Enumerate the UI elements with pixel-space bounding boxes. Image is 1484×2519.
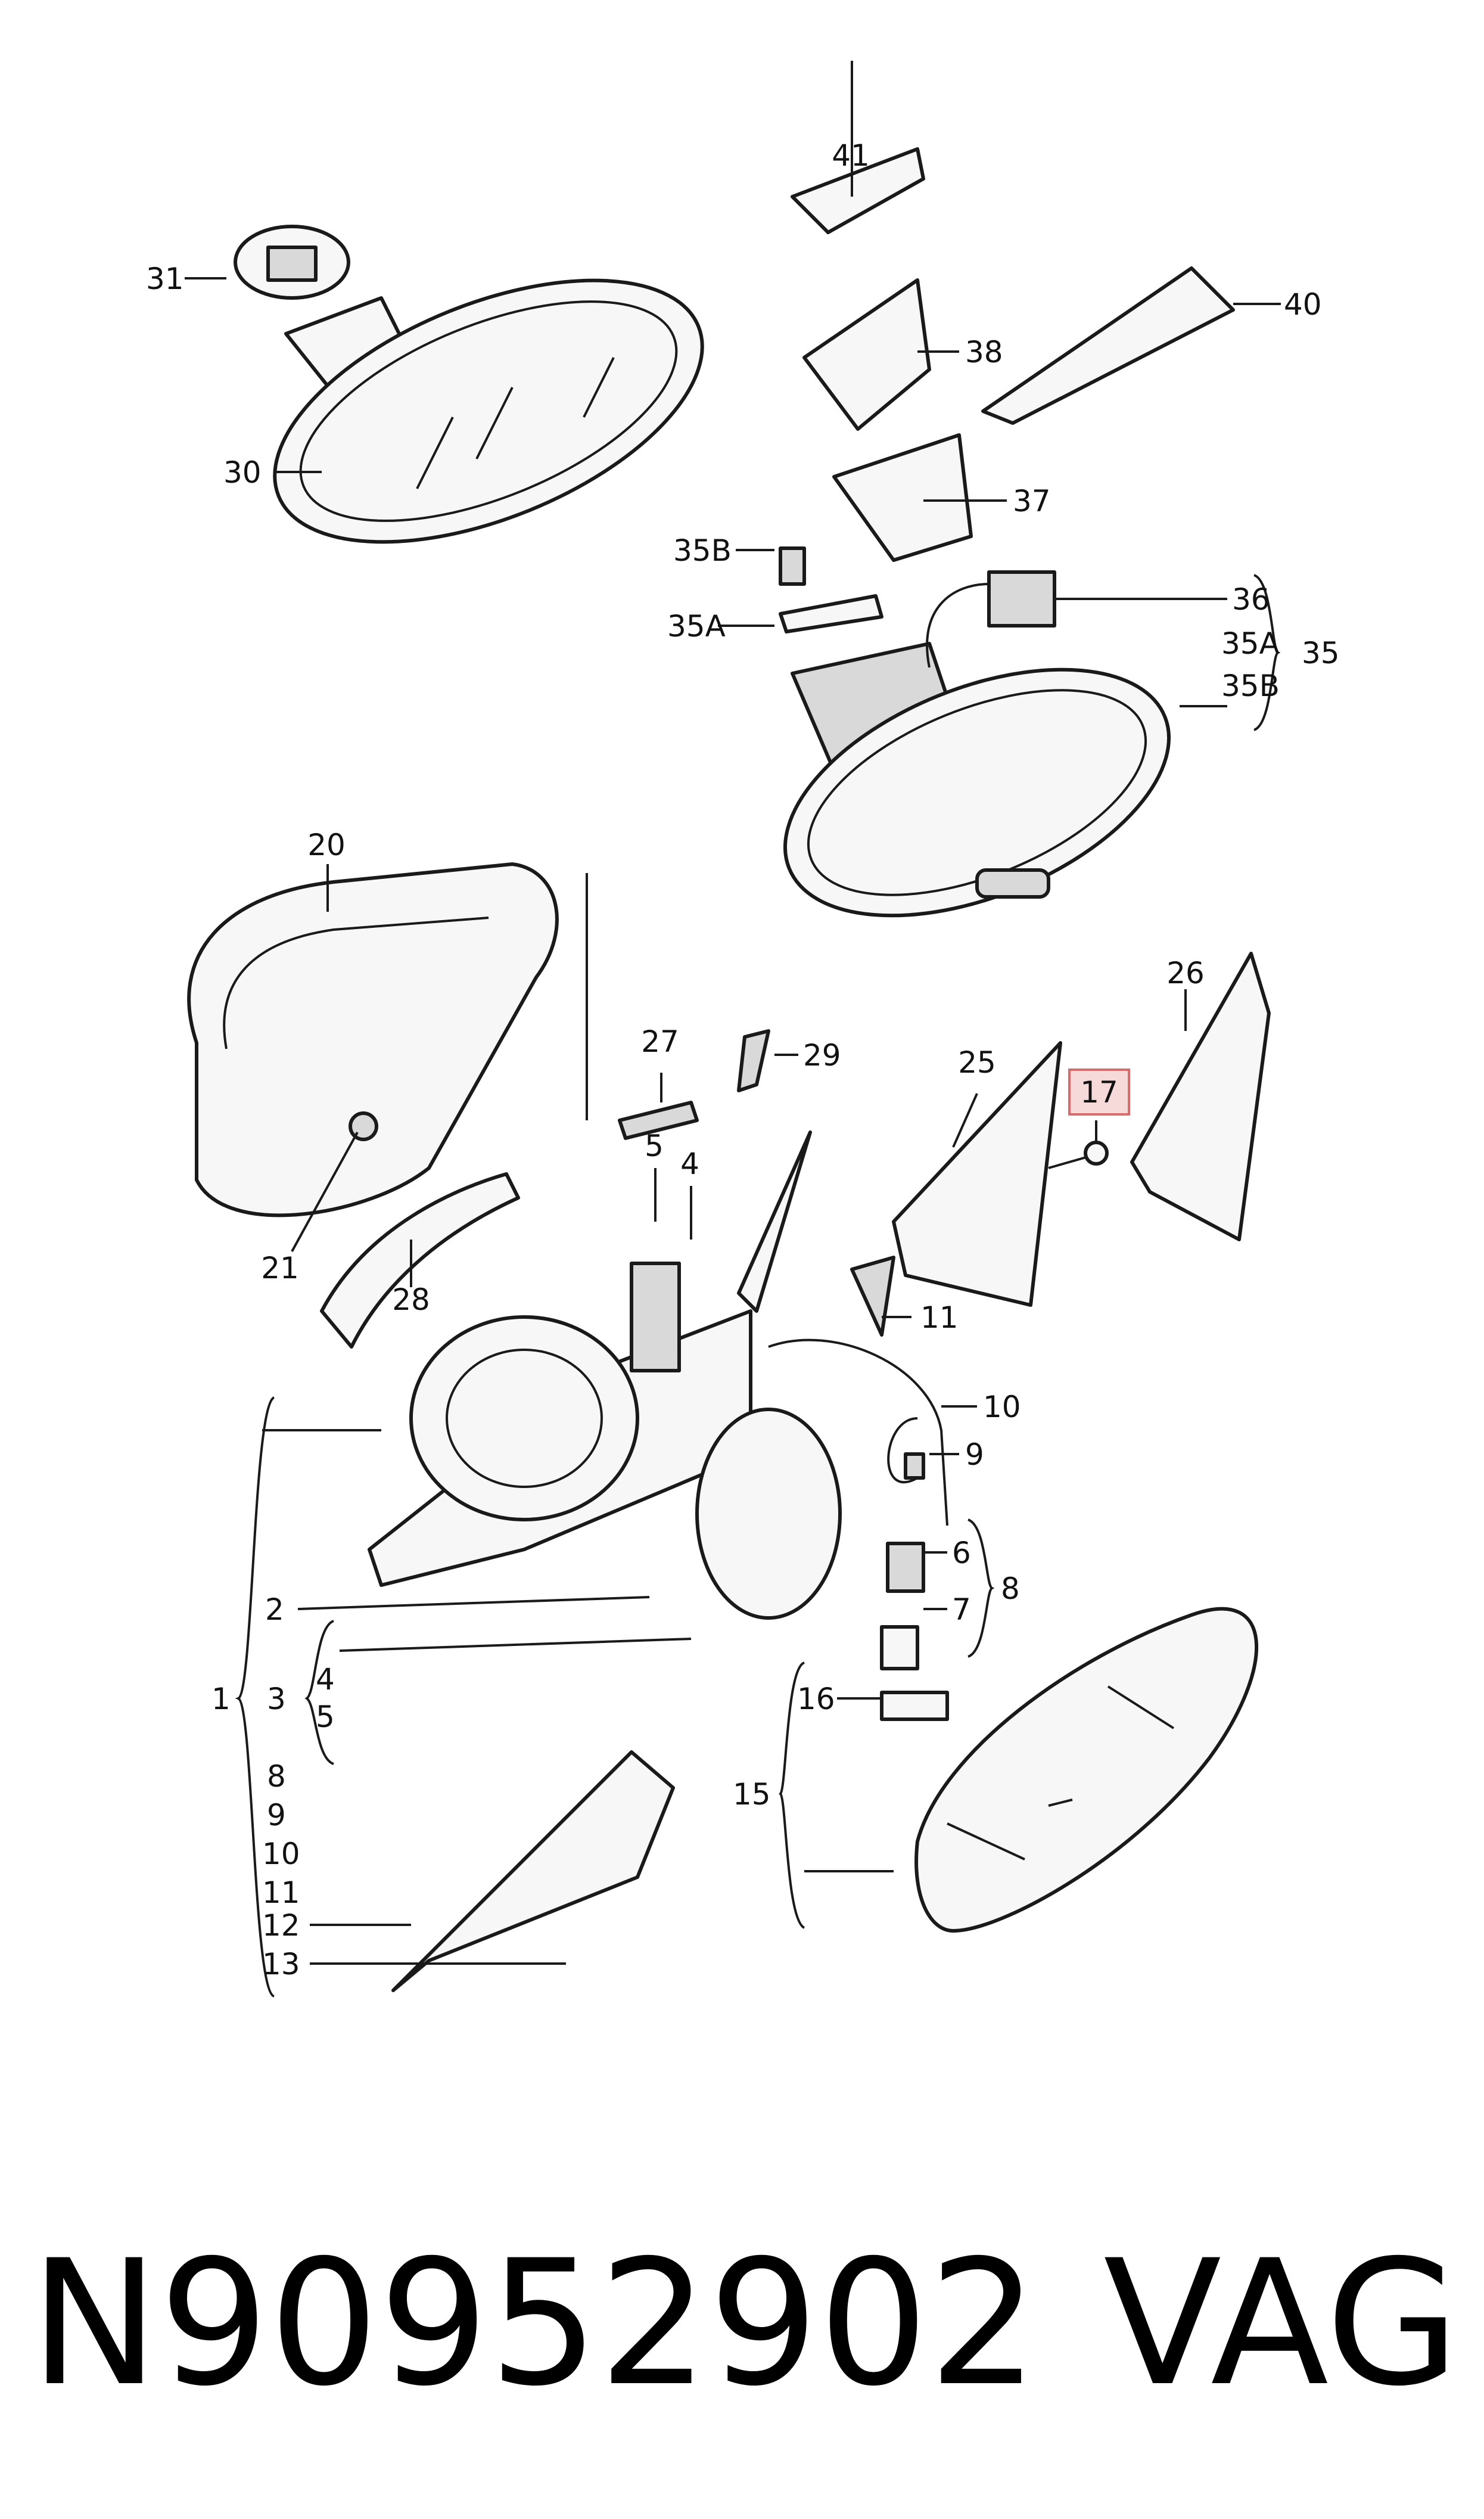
wiring-group xyxy=(768,1338,949,1721)
label-part-30: 30 xyxy=(223,455,262,490)
label-part-27: 27 xyxy=(641,1024,679,1059)
label-part-38: 38 xyxy=(965,335,1003,369)
rain-sensor-mirror-group xyxy=(779,546,1171,918)
label-part-36: 36 xyxy=(1232,582,1270,617)
label-part-7: 7 xyxy=(952,1592,971,1627)
label-part-15: 15 xyxy=(733,1777,771,1812)
highlight-box-part-17 xyxy=(1068,1069,1130,1116)
mirror-covers-group xyxy=(791,147,1235,562)
label-part-11: 11 xyxy=(920,1300,959,1335)
mirror-glass-group xyxy=(914,1607,1259,1933)
label-part-41: 41 xyxy=(832,138,870,173)
label-part-9: 9 xyxy=(965,1437,984,1472)
label-part-10: 10 xyxy=(983,1390,1021,1424)
brand-text: VAG xyxy=(1103,2223,1460,2424)
label-part-25: 25 xyxy=(958,1045,996,1080)
mirror-housing-group xyxy=(187,862,559,1217)
label-part-9-list: 9 xyxy=(267,1798,286,1832)
label-part-31: 31 xyxy=(146,262,184,296)
label-part-35a-right: 35A xyxy=(1221,626,1280,661)
label-part-35b-right: 35B xyxy=(1221,669,1280,703)
label-part-17: 17 xyxy=(1080,1075,1118,1110)
part-number-text: N90952902 xyxy=(30,2223,1038,2424)
label-part-1: 1 xyxy=(211,1682,231,1716)
interior-mirror-group xyxy=(234,225,704,544)
label-part-5-list: 5 xyxy=(316,1700,335,1734)
mirror-base-group xyxy=(320,1029,842,1992)
label-part-3: 3 xyxy=(267,1682,286,1716)
label-part-4-list: 4 xyxy=(316,1662,335,1697)
label-part-28: 28 xyxy=(392,1282,430,1317)
label-part-26: 26 xyxy=(1166,956,1205,990)
label-part-21: 21 xyxy=(261,1251,299,1285)
label-part-20: 20 xyxy=(307,828,346,862)
label-part-40: 40 xyxy=(1284,287,1322,322)
footer: N90952902 VAG xyxy=(30,2205,1460,2443)
label-part-5: 5 xyxy=(645,1129,664,1163)
leader-lines xyxy=(185,61,1281,1998)
label-part-35a-left: 35A xyxy=(667,609,726,644)
label-part-37: 37 xyxy=(1013,484,1051,518)
label-part-11-list: 11 xyxy=(262,1875,300,1910)
label-part-10-list: 10 xyxy=(262,1837,300,1871)
label-part-29: 29 xyxy=(803,1038,841,1073)
label-part-8-list: 8 xyxy=(267,1759,286,1794)
label-part-35: 35 xyxy=(1302,636,1340,670)
label-part-13: 13 xyxy=(262,1947,300,1981)
label-part-12: 12 xyxy=(262,1908,300,1943)
label-part-8: 8 xyxy=(1001,1571,1020,1606)
label-part-6: 6 xyxy=(952,1536,971,1570)
label-part-16: 16 xyxy=(797,1682,835,1716)
label-part-4: 4 xyxy=(680,1147,699,1181)
label-part-35b-left: 35B xyxy=(673,533,732,568)
turn-signal-group xyxy=(850,952,1271,1337)
label-part-2: 2 xyxy=(265,1592,284,1627)
